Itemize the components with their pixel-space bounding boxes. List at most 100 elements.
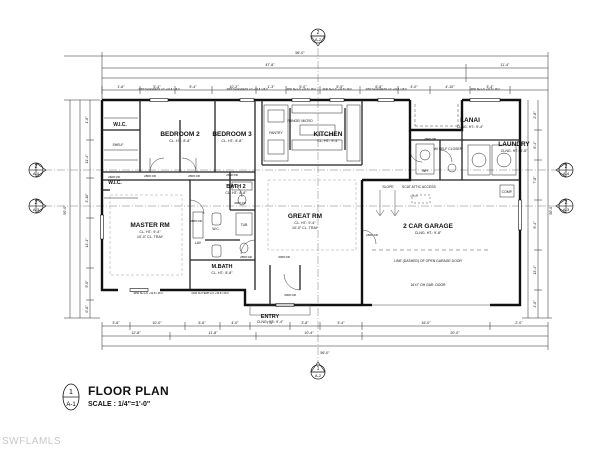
section-marker-left-a: 2 A-4 — [28, 162, 47, 178]
note-comp: COMP. — [502, 190, 513, 194]
room-mbath-sub: CL. HT.: 8'-8" — [211, 271, 233, 275]
room-laundry-sub: CLNG. HT.: 8'-8" — [501, 149, 528, 153]
room-entry-sub: CLNG. HT.: 9'-4" — [257, 320, 284, 324]
door-tag-d11: 3068 DR — [284, 293, 297, 297]
section-marker-right-b: 2 A-3 — [555, 198, 574, 214]
section-marker-left-b-number: 2 — [35, 200, 38, 206]
door-tag-d1: 2868 DR — [144, 174, 157, 178]
dim-left-label: 14'-1" — [85, 238, 89, 248]
door-tag-d3: 3068 DR — [234, 201, 247, 205]
dim-right-label: 4'-0" — [533, 300, 537, 308]
dim-top-overall: 56'-0" — [295, 51, 305, 55]
room-lanai-name: LANAI — [460, 117, 480, 124]
section-marker-top-sheet: A-2 — [315, 37, 322, 42]
window-tag-w8: 2040 SH TEMP L/C +32.8 / 28.0 — [191, 291, 229, 295]
title-callout-sheet: A-1 — [66, 402, 76, 408]
dim-right-overall: 50'-0" — [549, 205, 553, 215]
dim-bottom-label: 5'-6" — [198, 321, 206, 325]
dim-right-label: 13'-4" — [533, 265, 537, 275]
room-laundry-name: LAUNDRY — [498, 141, 530, 148]
room-wic-upper: W.I.C. — [113, 122, 127, 128]
room-bedroom-2-sub: CL. HT.: 8'-8" — [169, 139, 191, 143]
section-marker-right-b-number: 2 — [565, 200, 568, 206]
room-great-sub2: 10'-0" CL. TRAY — [292, 226, 319, 230]
top-dimension-lines — [64, 52, 552, 350]
room-bedroom-2-name: BEDROOM 2 — [160, 131, 200, 138]
door-tag-d6: 2668 DR — [108, 175, 121, 179]
door-tag-d5: 2868 DR — [240, 255, 253, 259]
dim-bottom-label: 3'-4" — [337, 321, 345, 325]
section-marker-right-a-sheet: A-4 — [563, 171, 570, 176]
dim-bottom2-label: 11'-8" — [209, 331, 219, 335]
door-tag-d2: 2868 DR — [188, 174, 201, 178]
dim-top-label: 5'-5" — [336, 85, 344, 89]
room-kitchen-sub: CL. HT.: 9'-4" — [317, 139, 339, 143]
dim-left-label: 9'-0" — [85, 280, 89, 288]
note-lav: LAV — [195, 241, 202, 245]
room-kitchen-name: KITCHEN — [314, 131, 343, 138]
dim-bottom-label: 16'-0" — [421, 321, 431, 325]
drawing-title-block: 1 A-1 FLOOR PLAN SCALE : 1/4"=1'-0" — [62, 382, 262, 416]
dim-bottom-label: 2'-0" — [515, 321, 523, 325]
section-marker-bottom-sheet: A-2 — [315, 373, 322, 378]
dim-bottom-label: 3'-8" — [301, 321, 309, 325]
room-bedroom-3-name: BEDROOM 3 — [212, 131, 252, 138]
room-garage-name: 2 CAR GARAGE — [403, 223, 454, 230]
door-tag-d8: 3068 DR — [278, 255, 291, 259]
dim-top-label: 5'-4" — [153, 85, 161, 89]
dim-right-label: 2'-8" — [533, 111, 537, 119]
dim-left-label: 11'-4" — [85, 154, 89, 164]
dim-left-label: 1'-6" — [85, 116, 89, 124]
garage-details — [372, 190, 490, 306]
room-garage-sub: CLNG. HT.: 9'-8" — [415, 231, 442, 235]
room-master-sub2: 10'-0" CL. TRAY — [137, 235, 164, 239]
title-callout-symbol: 1 A-1 — [62, 383, 80, 411]
room-master-sub: CL. HT.: 9'-4" — [139, 230, 161, 234]
dim-left-overall: 50'-0" — [63, 205, 67, 215]
door-swings — [149, 149, 453, 291]
note-wc: W.C. — [212, 227, 219, 231]
note-water-heater: WH — [422, 169, 428, 173]
section-marker-top: 2 A-2 — [310, 28, 326, 47]
section-marker-right-b-sheet: A-3 — [563, 207, 570, 212]
dim-right-label: 9'-4" — [533, 221, 537, 229]
door-tag-d4: 2868 DR — [190, 219, 203, 223]
room-bath-2-name: BATH 2 — [226, 184, 245, 190]
door-tag-d9: 2868 DR — [366, 233, 379, 237]
note-attic-access: SCAT ATTIC ACCESS — [402, 185, 436, 189]
room-mbath-name: M.BATH — [212, 264, 233, 270]
plan-scale: SCALE : 1/4"=1'-0" — [88, 401, 151, 408]
note-garage-door-line: LINE (DASHED) OF OPEN GARAGE DOOR — [394, 259, 462, 263]
tray-ceiling-outlines — [109, 179, 357, 276]
dim-left-label: 3'-10" — [85, 193, 89, 203]
note-tub: TUB — [241, 223, 249, 227]
dim-bottom2-label: 10'-4" — [304, 331, 314, 335]
window-tags: 3050 SH EGRESS L/C +32.8 / 28.0 3050 SH E… — [133, 87, 500, 295]
note-shelf: SHELF — [113, 143, 124, 147]
dim-top-label: 10'-2" — [229, 85, 239, 89]
porch-details — [249, 104, 459, 316]
dim-top-right: 11'-4" — [501, 63, 511, 67]
window-tag-w1: 3050 SH EGRESS L/C +32.8 / 28.0 — [139, 87, 180, 91]
dim-bottom-label: 10'-0" — [152, 321, 162, 325]
window-tag-w5: 3050 SH EGRESS L/C +32.8 / 28.0 — [366, 87, 407, 91]
dim-top-label: 4'-0" — [410, 85, 418, 89]
room-wic-lower: W.I.C. — [108, 180, 122, 186]
note-pantry: PANTRY — [269, 131, 283, 135]
section-marker-bottom-number: 1 — [317, 366, 320, 372]
room-great-name: GREAT RM — [288, 213, 322, 220]
dim-bottom2-label: 20'-0" — [450, 331, 460, 335]
dim-right-label: 6'-4" — [533, 141, 537, 149]
plan-title: FLOOR PLAN — [88, 384, 169, 398]
dim-left-label: 0'-8" — [85, 305, 89, 313]
room-bath-2-sub: CL. HT.: 8'-8" — [225, 191, 247, 195]
dims-bottom-row: 3'-6"10'-0"5'-6"4'-0"7'-4"3'-8"3'-4"16'-… — [112, 321, 523, 325]
room-master-name: MASTER RM — [130, 222, 169, 229]
section-marker-left-a-number: 2 — [35, 164, 38, 170]
note-garage-door-size: 16'x7' OH GAR. DOOR — [410, 283, 446, 287]
room-great-sub: CL. HT.: 9'-4" — [294, 221, 316, 225]
dim-bottom-overall: 56'-0" — [320, 351, 330, 355]
fixtures — [104, 104, 517, 258]
dim-top-label: 3'-4" — [486, 85, 494, 89]
